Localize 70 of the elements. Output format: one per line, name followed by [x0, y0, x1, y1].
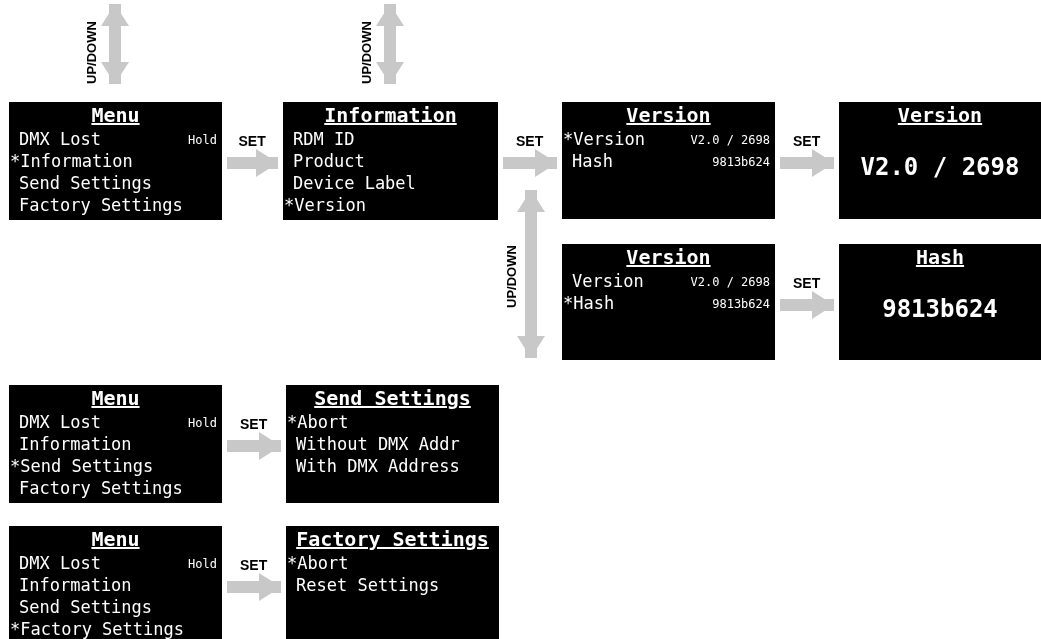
edge-label: UP/DOWN: [504, 245, 519, 308]
arrow: [227, 432, 281, 460]
display-screen: [283, 102, 498, 220]
menu-item: Factory Settings: [19, 194, 183, 216]
menu-item: With DMX Address: [296, 455, 460, 477]
arrow: [227, 573, 281, 601]
menu-item: DMX Lost: [19, 552, 101, 574]
direction-label: UP/DOWN: [359, 21, 374, 84]
display-screen: [839, 102, 1041, 219]
selected-menu-item: *Information: [10, 150, 133, 172]
screen-title: Version: [626, 245, 711, 269]
display-screen: [9, 526, 222, 639]
menu-item: Information: [19, 574, 132, 596]
selected-menu-item: *Abort: [287, 411, 349, 433]
screen-title: Information: [324, 103, 457, 127]
value-display: 9813b624: [882, 295, 998, 323]
selected-menu-item: *Hash: [563, 292, 615, 314]
menu-item: Product: [293, 150, 365, 172]
value-text: V2.0 / 2698: [690, 132, 770, 149]
selected-menu-item: *Abort: [287, 552, 349, 574]
double-arrow: [517, 190, 545, 358]
edge-label: SET: [240, 557, 268, 573]
arrow: [780, 149, 834, 177]
arrow: [503, 149, 557, 177]
menu-item: DMX Lost: [19, 411, 101, 433]
arrow: [227, 149, 278, 177]
screen-title: Factory Settings: [296, 527, 489, 551]
screen-title: Menu: [91, 527, 140, 551]
value-display: V2.0 / 2698: [860, 153, 1020, 181]
menu-item: Information: [19, 433, 132, 455]
direction-label: UP/DOWN: [84, 21, 99, 84]
edge-label: SET: [793, 133, 821, 149]
menu-item: Factory Settings: [19, 477, 183, 499]
screen-title: Version: [897, 103, 983, 127]
selected-menu-item: *Factory Settings: [10, 618, 184, 639]
menu-item: DMX Lost: [19, 128, 101, 150]
display-screen: [839, 244, 1041, 360]
edge-label: SET: [516, 133, 544, 149]
menu-item: Version: [572, 270, 644, 292]
display-screen: [286, 526, 499, 639]
value-text: 9813b624: [712, 296, 770, 313]
value-text: Hold: [188, 132, 217, 149]
selected-menu-item: *Send Settings: [10, 455, 154, 477]
edge-label: SET: [238, 133, 266, 149]
selected-menu-item: *Version: [563, 128, 645, 150]
value-text: 9813b624: [712, 154, 770, 171]
menu-item: Without DMX Addr: [296, 433, 460, 455]
menu-item: Reset Settings: [296, 574, 440, 596]
value-text: V2.0 / 2698: [690, 274, 770, 291]
display-screen: [9, 102, 222, 220]
screen-title: Version: [626, 103, 711, 127]
selected-menu-item: *Version: [284, 194, 366, 216]
menu-item: Send Settings: [19, 596, 153, 618]
screen-title: Send Settings: [314, 386, 471, 410]
value-text: Hold: [188, 415, 217, 432]
display-screen: [286, 385, 499, 503]
value-text: Hold: [188, 556, 217, 573]
menu-item: Hash: [572, 150, 613, 172]
menu-item: RDM ID: [293, 128, 355, 150]
screen-title: Menu: [91, 386, 140, 410]
display-screen: [9, 385, 222, 503]
arrow: [780, 291, 834, 319]
edge-label: SET: [793, 275, 821, 291]
menu-item: Device Label: [293, 172, 416, 194]
display-screen: [562, 244, 775, 360]
screen-title: Hash: [915, 245, 965, 269]
screen-title: Menu: [91, 103, 140, 127]
display-screen: [562, 102, 775, 219]
edge-label: SET: [240, 416, 268, 432]
menu-item: Send Settings: [19, 172, 153, 194]
